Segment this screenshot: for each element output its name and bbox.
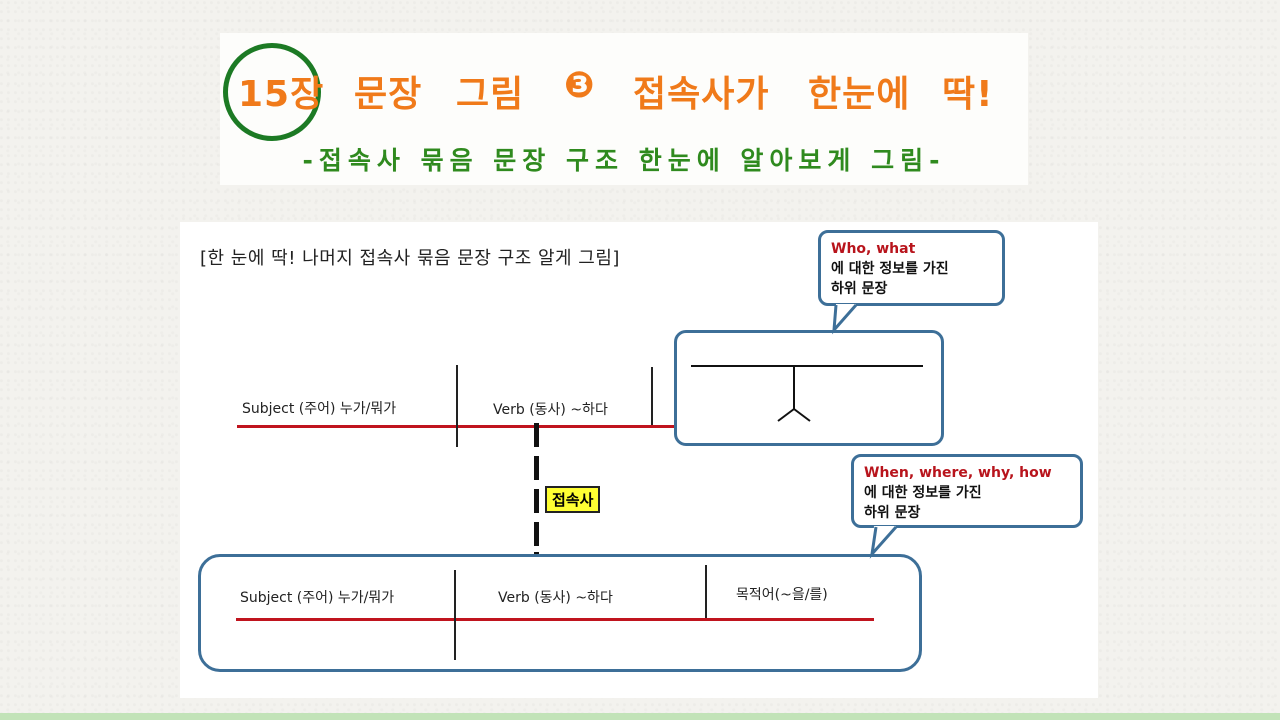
title-word-2: 그림 xyxy=(456,74,525,115)
chapter-label: 15장 xyxy=(238,74,325,115)
top-subject-label: Subject (주어) 누가/뭐가 xyxy=(242,401,397,417)
chapter-circle xyxy=(223,43,321,141)
top-subject-verb-divider xyxy=(456,365,458,447)
bottom-base-line xyxy=(236,618,874,621)
callout-who-what: Who, what 에 대한 정보를 가진 하위 문장 xyxy=(818,230,1005,306)
embedded-clause-sketch xyxy=(691,365,923,422)
callout-who-what-tail xyxy=(832,304,858,335)
bottom-accent-strip xyxy=(0,713,1280,720)
conjunction-dash-4 xyxy=(534,522,539,546)
title-panel: 15장 문장 그림 ❸ 접속사가 한눈에 딱! -접속사 묶음 문장 구조 한눈… xyxy=(220,33,1028,185)
bottom-verb-label: Verb (동사) ~하다 xyxy=(498,590,613,606)
top-verb-label: Verb (동사) ~하다 xyxy=(493,402,608,418)
conjunction-dash-1 xyxy=(534,423,539,447)
main-clause-bubble xyxy=(198,554,922,672)
callout-when-where-line1: 에 대한 정보를 가진 xyxy=(864,485,982,501)
callout-who-what-highlight: Who, what xyxy=(831,241,916,257)
title-number: ❸ xyxy=(564,65,596,106)
top-verb-object-divider xyxy=(651,367,653,425)
top-base-line xyxy=(237,425,935,428)
callout-when-where-highlight: When, where, why, how xyxy=(864,465,1052,481)
diagram-caption: [한 눈에 딱! 나머지 접속사 묶음 문장 구조 알게 그림] xyxy=(200,248,620,269)
diagram-panel: [한 눈에 딱! 나머지 접속사 묶음 문장 구조 알게 그림] Subject… xyxy=(180,222,1098,698)
subtitle: -접속사 묶음 문장 구조 한눈에 알아보게 그림- xyxy=(302,146,946,175)
bottom-subject-label: Subject (주어) 누가/뭐가 xyxy=(240,590,395,606)
bottom-object-label: 목적어(~을/를) xyxy=(736,587,828,603)
title-word-3: 접속사가 xyxy=(633,74,770,115)
callout-when-where-line2: 하위 문장 xyxy=(864,505,921,521)
embedded-fork-left xyxy=(777,408,795,422)
callout-when-where-tail xyxy=(869,526,898,559)
conjunction-dash-3 xyxy=(534,489,539,513)
embedded-clause-bubble xyxy=(674,330,944,446)
embedded-fork-right xyxy=(793,408,811,422)
title-word-1: 문장 xyxy=(354,74,423,115)
bottom-verb-object-divider xyxy=(705,565,707,618)
conjunction-tag: 접속사 xyxy=(545,486,601,513)
callout-when-where: When, where, why, how 에 대한 정보를 가진 하위 문장 xyxy=(851,454,1083,528)
callout-who-what-line2: 하위 문장 xyxy=(831,281,888,297)
title-word-4: 한눈에 xyxy=(808,74,911,115)
callout-who-what-line1: 에 대한 정보를 가진 xyxy=(831,261,949,277)
bottom-subject-verb-divider xyxy=(454,570,456,660)
title-word-5: 딱! xyxy=(942,74,994,115)
conjunction-dash-2 xyxy=(534,456,539,480)
